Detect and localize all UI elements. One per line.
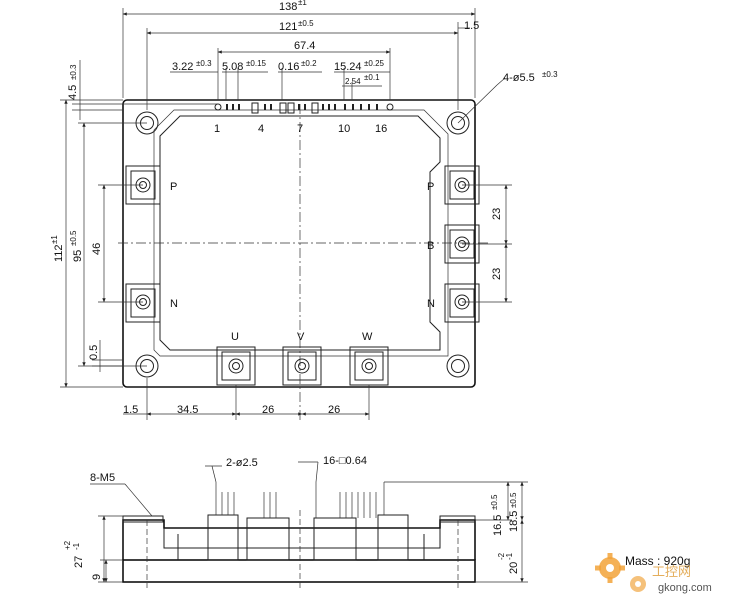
mass-label: Mass : 920g — [625, 554, 690, 568]
dim-bottom-1-5: 1.5 — [123, 404, 138, 416]
label-terminal-w: W — [362, 331, 373, 343]
watermark: 工控网 gkong.com — [595, 553, 712, 594]
dim-pn-pitch: 46 — [91, 243, 103, 255]
dim-5-08: 5.08 — [222, 61, 243, 73]
dim-height-16-5: 16.5 — [492, 515, 504, 536]
label-terminal-p-right: P — [427, 181, 434, 193]
dim-pb-pitch: 23 — [491, 208, 503, 220]
dim-overall-width: 138 — [279, 1, 297, 13]
hole-callout: 4-ø5.5 — [503, 72, 535, 84]
signal-pin-row — [214, 102, 394, 114]
dim-4-5-tol: ±0.3 — [69, 64, 78, 80]
label-terminal-n-right: N — [427, 298, 435, 310]
dim-height-18-5: 18.5 — [508, 511, 520, 532]
label-terminal-u: U — [231, 331, 239, 343]
dim-bottom-34-5: 34.5 — [177, 404, 198, 416]
dim-15-24: 15.24 — [334, 61, 362, 73]
dim-2-54-tol: ±0.1 — [364, 73, 380, 82]
pin-sq-callout: 16-□0.64 — [323, 455, 367, 467]
pin-number-7: 7 — [297, 123, 303, 135]
dim-height-16-5-tol: ±0.5 — [490, 494, 499, 510]
dim-2-54: 2.54 — [345, 77, 361, 86]
terminal-w — [349, 346, 389, 386]
dim-0-16: 0.16 — [278, 61, 299, 73]
dim-height-20: 20 — [508, 562, 520, 574]
dim-overall-height: 112 — [53, 244, 65, 262]
dim-overall-width-tol: ±1 — [298, 0, 307, 7]
dim-0-16-tol: ±0.2 — [301, 59, 317, 68]
dim-edge-offset-right: 1.5 — [464, 20, 479, 32]
dim-4-5: 4.5 — [67, 85, 79, 100]
mounting-hole-bottom-right — [446, 354, 470, 378]
label-terminal-p-left: P — [170, 181, 177, 193]
pin-number-1: 1 — [214, 123, 220, 135]
terminal-u — [216, 346, 256, 386]
dim-overall-height-tol: ±1 — [50, 235, 59, 244]
base-plate — [122, 559, 476, 583]
dim-mount-pitch-v-tol: ±0.5 — [69, 230, 78, 246]
dim-pin-span: 67.4 — [294, 40, 315, 52]
screw-callout: 8-M5 — [90, 472, 115, 484]
gear-logo-icon — [595, 553, 625, 583]
dim-mount-pitch: 121 — [279, 21, 297, 33]
watermark-domain: gkong.com — [658, 582, 712, 594]
dim-3-22: 3.22 — [172, 61, 193, 73]
label-terminal-n-left: N — [170, 298, 178, 310]
dim-0-5: 0.5 — [88, 345, 100, 360]
dim-mount-pitch-tol: ±0.5 — [298, 19, 314, 28]
mounting-hole-top-right — [446, 111, 470, 135]
label-terminal-v: V — [297, 331, 305, 343]
dim-15-24-tol: ±0.25 — [364, 59, 385, 68]
dim-height-20-tol-minus: -1 — [505, 552, 514, 560]
module-outline — [122, 99, 476, 388]
dim-bottom-26-b: 26 — [328, 404, 340, 416]
dim-height-27-tol-minus: -1 — [72, 542, 81, 550]
dim-height-9: 9 — [91, 574, 103, 580]
hole-callout-tol: ±0.3 — [542, 70, 558, 79]
top-view: 1 4 7 10 16 P N P B N U V W 138 ±1 121 ±… — [50, 0, 558, 420]
watermark-cn: 工控网 — [652, 564, 691, 579]
dim-5-08-tol: ±0.15 — [246, 59, 267, 68]
terminal-n-left — [125, 283, 161, 323]
side-view: 8-M5 2-ø2.5 16-□0.64 27 +2 -1 9 16.5 ±0.… — [63, 455, 528, 588]
dim-height-20-tol-plus: -2 — [497, 552, 506, 560]
dim-height-27-tol-plus: +2 — [63, 540, 72, 550]
dim-height-27: 27 — [73, 556, 85, 568]
label-terminal-b-right: B — [427, 240, 434, 252]
pin-number-16: 16 — [375, 123, 387, 135]
dim-bn-pitch: 23 — [491, 268, 503, 280]
dim-3-22-tol: ±0.3 — [196, 59, 212, 68]
dim-mount-pitch-v: 95 — [72, 250, 84, 262]
pin-number-10: 10 — [338, 123, 350, 135]
pin-number-4: 4 — [258, 123, 264, 135]
dim-bottom-26-a: 26 — [262, 404, 274, 416]
gear-logo-small-icon — [630, 576, 646, 592]
dim-height-18-5-tol: ±0.5 — [509, 492, 518, 508]
terminal-n-right — [444, 283, 480, 323]
terminal-v — [282, 346, 322, 386]
side-pins — [215, 482, 385, 518]
pin-dia-callout: 2-ø2.5 — [226, 457, 258, 469]
